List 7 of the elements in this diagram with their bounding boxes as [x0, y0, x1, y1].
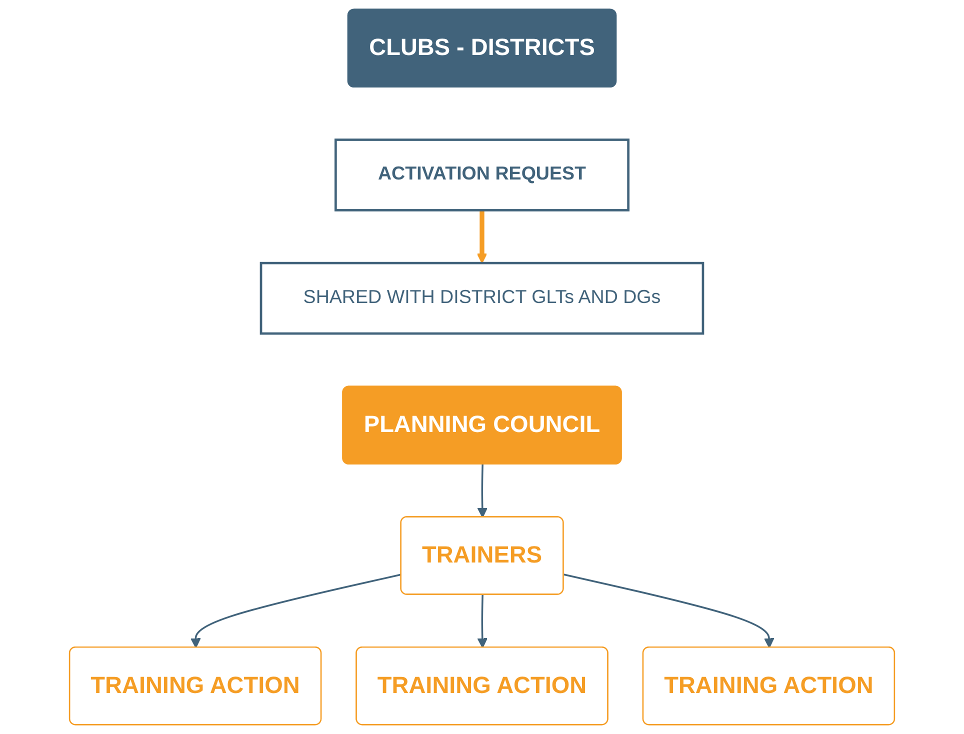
- arrow: [477, 464, 488, 518]
- arrow: [190, 574, 402, 648]
- node-box: ACTIVATION REQUEST: [334, 138, 630, 212]
- arrow: [564, 574, 774, 648]
- arrow: [476, 210, 488, 264]
- arrow: [477, 594, 488, 648]
- node-box: SHARED WITH DISTRICT GLTs AND DGs: [260, 262, 704, 335]
